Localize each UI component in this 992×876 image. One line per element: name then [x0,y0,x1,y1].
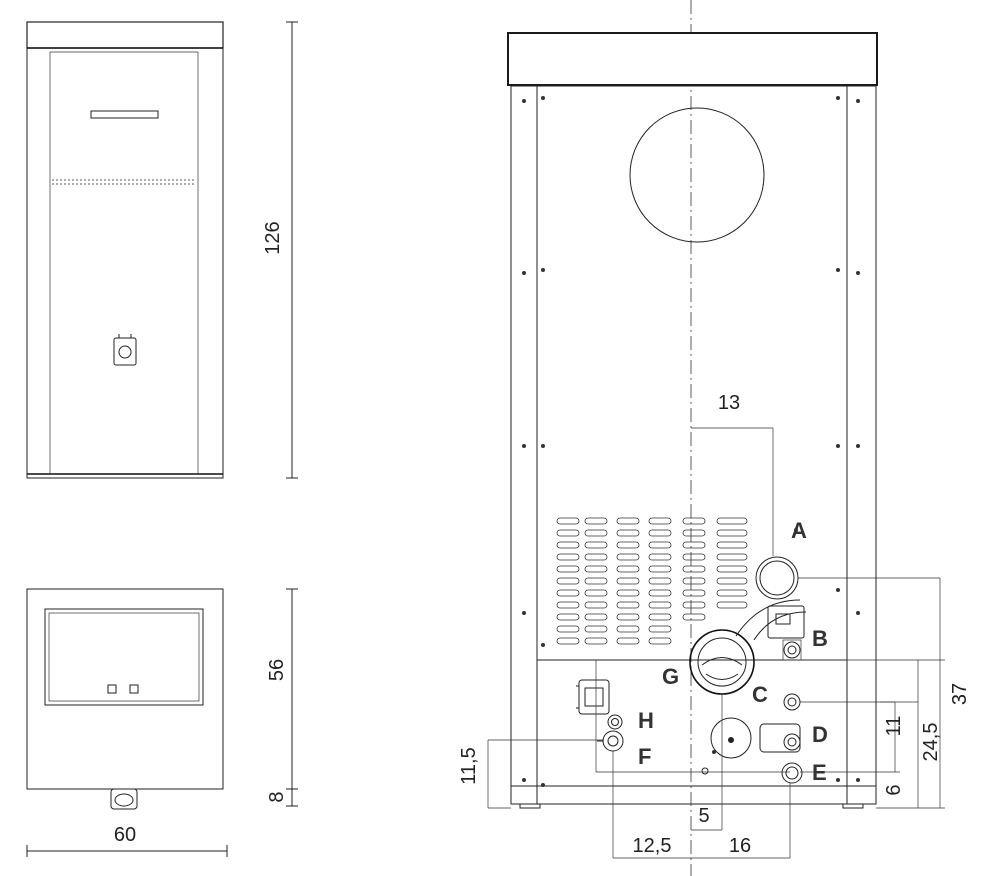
connection-a [755,556,940,600]
power-socket [576,679,610,715]
rear-view: 13 37 24,5 11 6 11,5 12,5 5 16 A B C D E… [458,0,971,876]
connection-e [781,762,803,784]
dim-24-5: 24,5 [920,723,942,762]
dim-depth: 56 [266,659,288,681]
dim-11-5: 11,5 [458,747,480,784]
label-e: E [812,760,827,785]
connection-h [607,714,623,730]
dim-12-5: 12,5 [633,835,672,857]
dim-6: 6 [883,784,905,795]
screws [522,96,860,787]
side-connector [113,334,137,366]
connection-d [759,723,801,753]
dim-37: 37 [949,683,971,705]
dim-16: 16 [729,835,751,857]
label-a: A [791,518,807,543]
label-f: F [638,744,651,769]
connection-c [783,693,918,711]
connection-f [597,730,624,752]
dim-width: 60 [114,824,136,846]
label-h: H [638,708,654,733]
connection-b [767,605,805,661]
dim-outlet-offset: 13 [718,392,740,414]
dim-foot: 8 [266,791,288,802]
dim-height: 126 [262,221,284,254]
label-g: G [662,664,679,689]
drain-cap [701,717,752,775]
connection-g [689,599,807,695]
top-view: 56 8 60 [26,588,298,857]
label-b: B [812,626,828,651]
label-c: C [752,682,768,707]
vent-grille [556,517,748,645]
label-d: D [812,722,828,747]
handle-slot [90,110,159,119]
side-view: 126 [26,21,298,479]
top-connector [110,788,138,810]
flue-outlet [629,107,765,243]
dim-11: 11 [883,716,905,737]
dim-5: 5 [698,805,709,827]
